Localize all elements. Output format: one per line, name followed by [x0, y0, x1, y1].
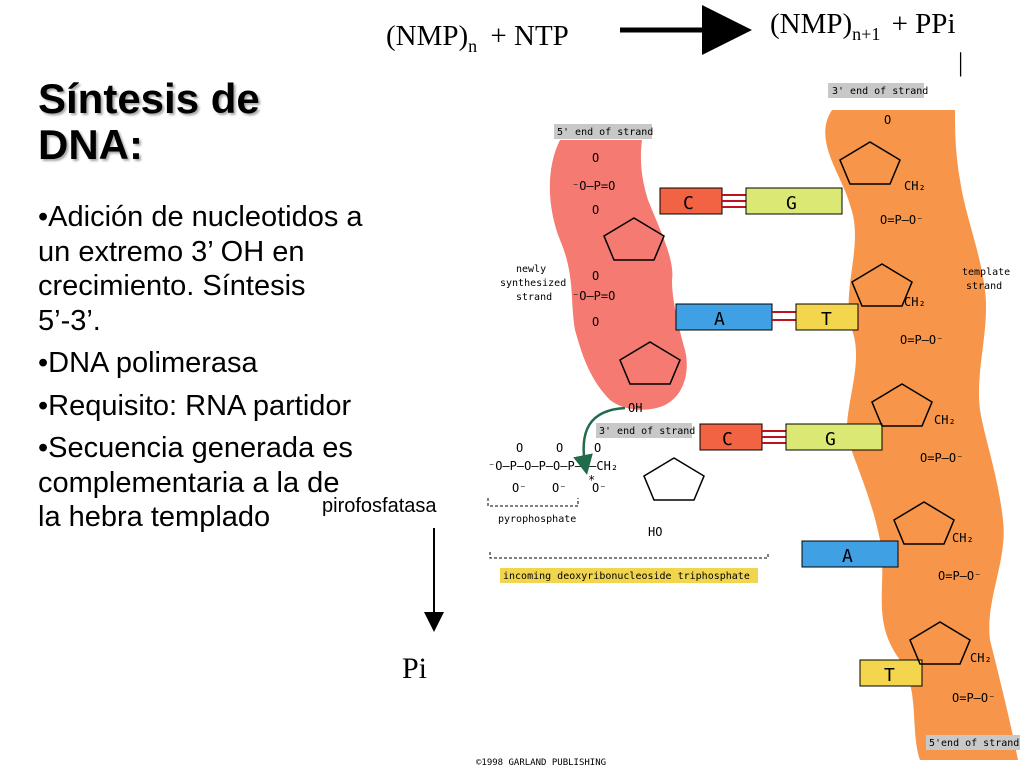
bullet-item-4: •Secuencia generada es complementaria a …	[38, 432, 353, 533]
svg-text:O=P–O⁻: O=P–O⁻	[920, 451, 963, 465]
label-3end-new: 3' end of strand	[599, 426, 695, 437]
base-c-1: C	[683, 193, 694, 214]
label-5end-new-bg	[554, 124, 652, 139]
svg-text:O=P–O⁻: O=P–O⁻	[900, 333, 943, 347]
equation-ppi-bar: |	[958, 48, 964, 77]
equation-left-base: (NMP)	[386, 20, 469, 52]
incoming-sugar	[643, 457, 705, 501]
template-sugars	[839, 141, 971, 665]
base-pair-2: A T	[675, 303, 859, 331]
slide-title: Síntesis de DNA:	[38, 76, 260, 168]
svg-text:O⁻: O⁻	[592, 481, 606, 495]
base-t-template-box	[859, 659, 923, 687]
svg-text:O: O	[594, 441, 601, 455]
equation-left: (NMP)n + NTP	[386, 20, 569, 57]
svg-text:O=P–O⁻: O=P–O⁻	[938, 569, 981, 583]
title-line-2: DNA:	[38, 121, 143, 168]
bullet-item-3: •Requisito: RNA partidor	[38, 389, 352, 422]
svg-text:O=P–O⁻: O=P–O⁻	[952, 691, 995, 705]
template-strand	[825, 110, 1018, 760]
product-label: Pi	[402, 652, 428, 685]
title-line-1: Síntesis de	[38, 75, 260, 122]
svg-text:⁻O–P–O–P–O–P–O–CH₂: ⁻O–P–O–P–O–P–O–CH₂	[488, 459, 618, 473]
base-c-2: C	[722, 429, 733, 450]
equation-right-sub: n+1	[852, 23, 881, 44]
incoming-bracket	[489, 552, 769, 559]
svg-text:CH₂: CH₂	[970, 651, 992, 665]
bullet-item-2: •DNA polimerasa	[38, 347, 258, 379]
svg-text:O: O	[592, 315, 599, 329]
svg-text:CH₂: CH₂	[952, 531, 974, 545]
base-g-1: G	[786, 193, 797, 214]
svg-text:OH: OH	[628, 401, 642, 415]
svg-text:O: O	[884, 113, 891, 127]
base-a-1: A	[714, 309, 725, 330]
svg-text:O: O	[592, 269, 599, 283]
label-3end-top-bg	[828, 83, 924, 98]
label-5end-bottom: 5'end of strand	[929, 738, 1019, 749]
svg-text:O=P–O⁻: O=P–O⁻	[880, 213, 923, 227]
svg-text:O: O	[592, 151, 599, 165]
label-3end-new-bg	[596, 423, 692, 438]
base-a-template-box	[801, 540, 899, 568]
new-strand	[549, 140, 687, 410]
template-phosphates: O CH₂ O=P–O⁻ CH₂ O=P–O⁻ CH₂ O=P–O⁻ CH₂ O…	[880, 113, 995, 705]
svg-text:*: *	[588, 473, 595, 487]
newly-label-2: synthesized	[500, 278, 566, 289]
svg-text:O: O	[592, 203, 599, 217]
equation-right-base: (NMP)	[770, 8, 853, 40]
base-g-2: G	[825, 429, 836, 450]
pyrophosphate-bracket	[487, 498, 579, 507]
base-a-template: A	[842, 546, 853, 567]
incoming-triphosphate: ⁻O–P–O–P–O–P–O–CH₂ O O O O⁻ O⁻ O⁻ *	[488, 441, 618, 495]
newly-label-1: newly	[516, 264, 546, 275]
equation-left-sub: n	[468, 35, 478, 56]
incoming-label-bg	[500, 568, 758, 583]
template-label-2: strand	[966, 281, 1002, 292]
copyright: ©1998 GARLAND PUBLISHING	[476, 758, 606, 768]
newly-label-3: strand	[516, 292, 552, 303]
svg-text:O⁻: O⁻	[512, 481, 526, 495]
template-label-1: template	[962, 267, 1010, 278]
svg-text:CH₂: CH₂	[904, 295, 926, 309]
equation-plus-ppi: + PPi	[891, 8, 956, 40]
enzyme-label: pirofosfatasa	[322, 495, 437, 517]
label-5end-bottom-bg	[926, 735, 1020, 750]
incoming-label: incoming deoxyribonucleoside triphosphat…	[503, 571, 750, 582]
svg-text:⁻O–P=O: ⁻O–P=O	[572, 179, 615, 193]
incoming-ho: HO	[648, 525, 662, 539]
base-pair-1: C G	[659, 187, 843, 215]
svg-text:O: O	[556, 441, 563, 455]
svg-text:O⁻: O⁻	[552, 481, 566, 495]
base-pair-3: C G	[699, 423, 883, 451]
new-strand-phosphates: O ⁻O–P=O O ⁻O–P=O O O OH	[572, 151, 642, 415]
new-strand-sugars	[603, 217, 681, 385]
pyrophosphate-label: pyrophosphate	[498, 514, 576, 525]
svg-text:CH₂: CH₂	[934, 413, 956, 427]
bullet-list: •Adición de nucleotidos a un extremo 3’ …	[38, 200, 368, 543]
attack-arrow	[573, 406, 626, 475]
label-3end-top: 3' end of strand	[832, 86, 928, 97]
label-5end-new: 5' end of strand	[557, 127, 653, 138]
base-t-1: T	[821, 309, 832, 330]
bullet-item-1: •Adición de nucleotidos a un extremo 3’ …	[38, 201, 363, 337]
svg-text:O: O	[516, 441, 523, 455]
svg-text:⁻O–P=O: ⁻O–P=O	[572, 289, 615, 303]
svg-text:CH₂: CH₂	[904, 179, 926, 193]
equation-plus-ntp: + NTP	[490, 20, 569, 52]
base-t-template: T	[884, 665, 895, 686]
equation-right: (NMP)n+1 + PPi	[770, 8, 956, 45]
